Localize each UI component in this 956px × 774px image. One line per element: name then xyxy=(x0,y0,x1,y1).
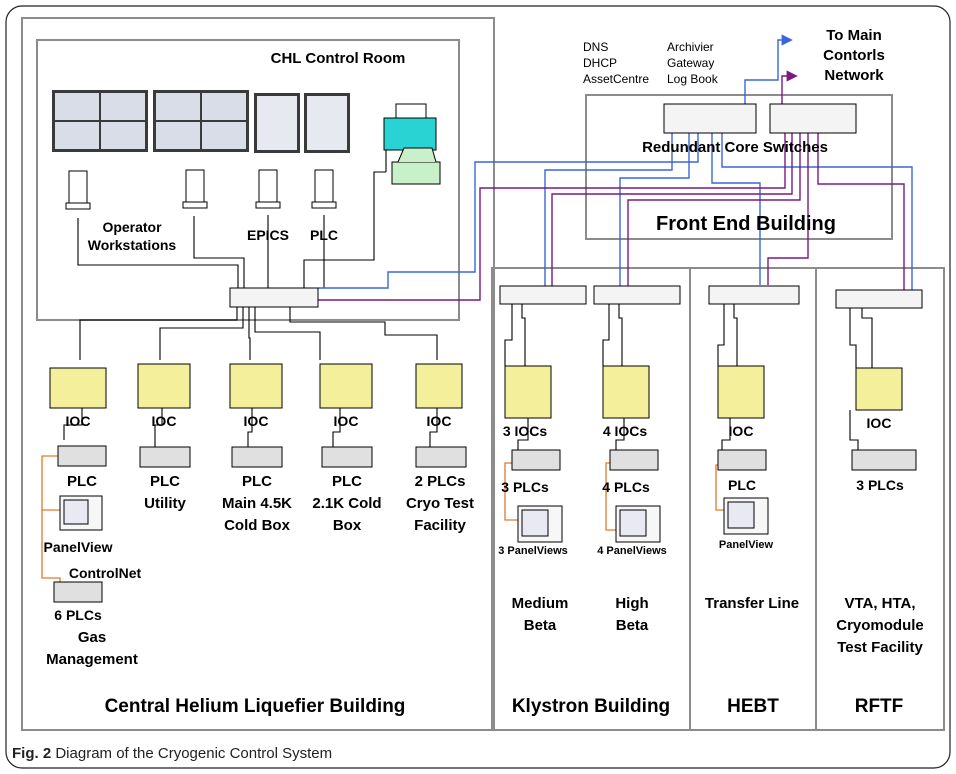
operator-label-line1: Operator xyxy=(102,219,162,235)
black-wiring xyxy=(63,119,873,450)
panelview-screens xyxy=(59,495,769,543)
high-panels: 4 PanelViews xyxy=(597,545,667,557)
chl-plc-label-2: PLC xyxy=(150,473,180,490)
rftf-building-label: RFTF xyxy=(855,696,904,717)
chl-plc-label-5: 2 PLCs xyxy=(415,473,466,490)
chl-name-main-45k-1: Main 4.5K xyxy=(222,495,292,512)
klystron-building-label: Klystron Building xyxy=(512,696,670,717)
operator-monitors xyxy=(52,90,350,153)
rftf-name-3: Test Facility xyxy=(837,639,923,656)
transfer-line-label: Transfer Line xyxy=(705,595,799,612)
ioc-crates xyxy=(49,363,903,419)
outer-frame xyxy=(5,5,951,769)
printer-laser-icon xyxy=(391,147,441,185)
control-room-title: CHL Control Room xyxy=(271,50,406,67)
high-plcs: 4 PLCs xyxy=(602,479,650,495)
main-network-line3: Network xyxy=(824,67,884,84)
rftf-name-1: VTA, HTA, xyxy=(844,595,915,612)
core-switches-label: Redundant Core Switches xyxy=(642,139,828,156)
hebt-panel: PanelView xyxy=(719,539,774,551)
main-network-line2: Contorls xyxy=(823,47,885,64)
service-archivier: Archivier xyxy=(667,40,714,54)
front-end-label: Front End Building xyxy=(656,213,836,235)
chl-name-cryo-2: Facility xyxy=(414,517,466,534)
hebt-ioc: IOC xyxy=(729,423,754,439)
controlnet-label: ControlNet xyxy=(69,565,142,581)
service-logbook: Log Book xyxy=(667,72,719,86)
network-switches xyxy=(229,103,923,309)
service-gateway: Gateway xyxy=(667,56,714,70)
hebt-plc: PLC xyxy=(728,477,756,493)
printer-color-icon xyxy=(383,103,437,151)
plc-label: PLC xyxy=(310,227,338,243)
figure-caption: Fig. 2 Diagram of the Cryogenic Control … xyxy=(12,745,332,762)
service-assetcentre: AssetCentre xyxy=(583,72,649,86)
high-iocs: 4 IOCs xyxy=(603,423,648,439)
chl-building-box xyxy=(21,17,495,731)
klystron-building-box xyxy=(491,267,691,731)
gas-plcs-label: 6 PLCs xyxy=(54,607,102,623)
plc-racks xyxy=(53,445,917,603)
rftf-ioc: IOC xyxy=(867,415,892,431)
chl-name-cryo-1: Cryo Test xyxy=(406,495,474,512)
hebt-building-label: HEBT xyxy=(727,696,779,717)
epics-label: EPICS xyxy=(247,227,289,243)
gas-label-2: Management xyxy=(46,651,138,668)
medium-name-2: Beta xyxy=(524,617,557,634)
ioc-label-5: IOC xyxy=(427,413,452,429)
medium-plcs: 3 PLCs xyxy=(501,479,549,495)
chl-name-21k-1: 2.1K Cold xyxy=(312,495,381,512)
chl-panelview-label: PanelView xyxy=(43,539,112,555)
service-dhcp: DHCP xyxy=(583,56,617,70)
gas-label-1: Gas xyxy=(78,629,106,646)
service-dns: DNS xyxy=(583,40,608,54)
high-name-2: Beta xyxy=(616,617,649,634)
main-network-line1: To Main xyxy=(826,27,882,44)
control-room-box xyxy=(36,39,460,321)
chl-plc-label-4: PLC xyxy=(332,473,362,490)
ioc-label-2: IOC xyxy=(152,413,177,429)
chl-name-21k-2: Box xyxy=(333,517,362,534)
high-name-1: High xyxy=(615,595,648,612)
rftf-box xyxy=(815,267,945,731)
chl-plc-label-1: PLC xyxy=(67,473,97,490)
workstation-icons xyxy=(65,169,337,210)
ioc-label-1: IOC xyxy=(66,413,91,429)
chl-name-utility: Utility xyxy=(144,495,186,512)
medium-panels: 3 PanelViews xyxy=(498,545,568,557)
chl-plc-label-3: PLC xyxy=(242,473,272,490)
rftf-name-2: Cryomodule xyxy=(836,617,924,634)
ioc-label-3: IOC xyxy=(244,413,269,429)
medium-name-1: Medium xyxy=(512,595,569,612)
medium-iocs: 3 IOCs xyxy=(503,423,548,439)
caption-text: Diagram of the Cryogenic Control System xyxy=(55,745,333,762)
caption-label: Fig. 2 xyxy=(12,745,52,762)
ioc-label-4: IOC xyxy=(334,413,359,429)
rftf-plcs: 3 PLCs xyxy=(856,477,904,493)
blue-network xyxy=(318,34,913,290)
chl-name-main-45k-2: Cold Box xyxy=(224,517,290,534)
purple-network xyxy=(318,70,905,301)
operator-label-line2: Workstations xyxy=(88,237,177,253)
chl-building-label: Central Helium Liquefier Building xyxy=(105,696,406,717)
